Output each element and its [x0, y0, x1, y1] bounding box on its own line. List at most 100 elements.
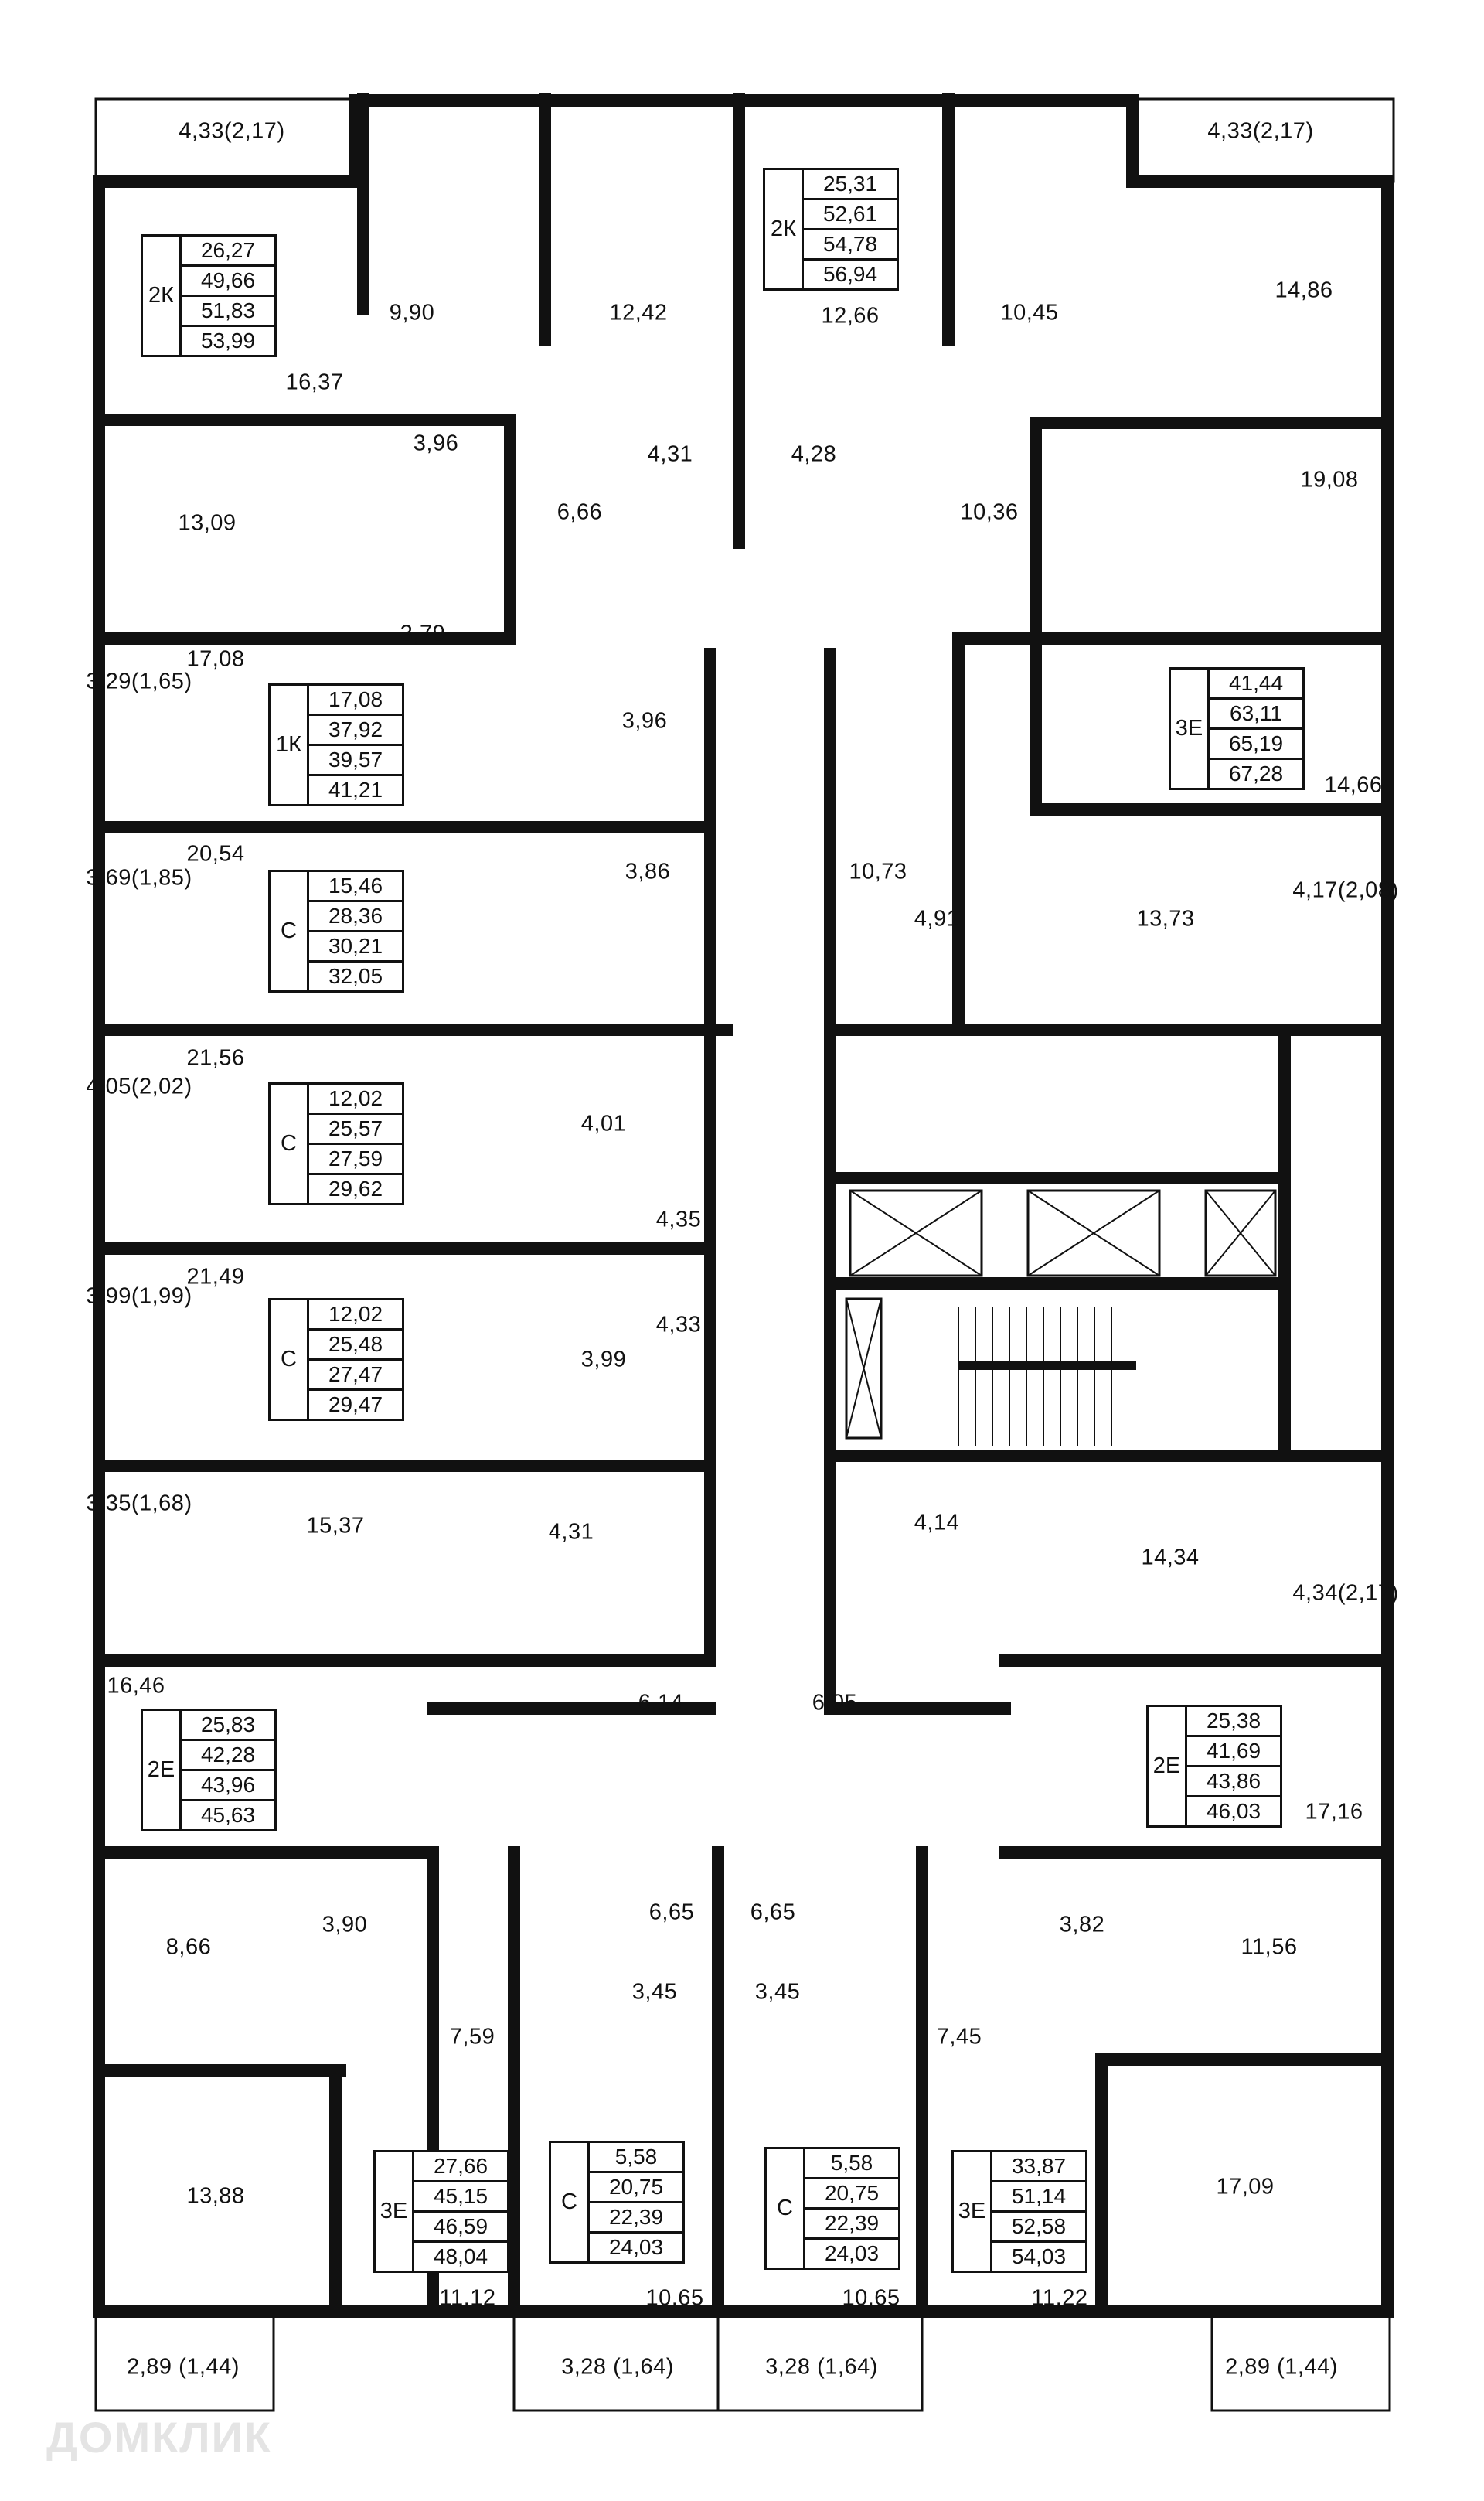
balcony-outline — [1131, 97, 1395, 183]
domclick-watermark-logo: ДОМКЛИК — [46, 2413, 273, 2462]
balcony-outline — [94, 2310, 275, 2412]
apartment-area-value: 46,59 — [414, 2213, 507, 2243]
room-area-label: 6,05 — [812, 1690, 858, 1716]
room-area-label: 3,96 — [413, 431, 459, 456]
apartment-area-value: 43,86 — [1187, 1767, 1280, 1797]
apartment-area-value: 27,47 — [309, 1361, 402, 1391]
room-area-label: 4,31 — [548, 1519, 594, 1545]
room-area-label: 9,90 — [389, 300, 435, 325]
apartment-type: С — [271, 1085, 309, 1203]
apartment-area-value: 20,75 — [590, 2173, 682, 2203]
balcony-outline — [94, 97, 357, 183]
apartment-area-value: 67,28 — [1228, 762, 1284, 785]
room-area-label: 14,86 — [1275, 278, 1333, 303]
apartment-area-value: 22,39 — [805, 2210, 898, 2240]
room-area-label: 8,66 — [165, 1934, 212, 1960]
apartment-area-value: 52,58 — [992, 2213, 1085, 2243]
room-area-label: 4,17(2,08) — [1292, 877, 1399, 903]
apartment-area-value: 51,14 — [992, 2182, 1085, 2213]
apartment-area-value: 28,36 — [309, 902, 402, 932]
room-area-label: 4,33 — [655, 1312, 702, 1337]
apartment-area-value: 43,96 — [182, 1771, 274, 1801]
room-area-label: 12,66 — [821, 303, 880, 329]
room-area-label: 16,37 — [285, 370, 344, 395]
room-area-label: 3,45 — [631, 1979, 678, 2005]
room-area-label: 14,34 — [1141, 1545, 1200, 1570]
apartment-area-value: 49,66 — [182, 267, 274, 297]
room-area-label: 2,89 (1,44) — [127, 2354, 240, 2380]
apartment-area-value: 45,63 — [200, 1803, 256, 1827]
elevator-cross — [1027, 1190, 1160, 1276]
apartment-area-value: 27,59 — [309, 1145, 402, 1175]
room-area-label: 13,09 — [178, 510, 237, 536]
room-area-label: 6,66 — [556, 499, 603, 525]
apartment-area-value: 15,46 — [309, 872, 402, 902]
apartment-area-value: 54,03 — [1011, 2244, 1067, 2268]
room-area-label: 17,16 — [1305, 1799, 1363, 1825]
apartment-area-value: 27,66 — [414, 2152, 507, 2182]
apartment-type: 3Е — [954, 2152, 992, 2271]
apartment-area-value: 5,58 — [805, 2149, 898, 2179]
room-area-label: 6,65 — [648, 1900, 695, 1925]
room-area-label: 6,14 — [638, 1690, 684, 1716]
room-area-label: 10,36 — [960, 499, 1019, 525]
apartment-area-value: 17,08 — [309, 686, 402, 716]
balcony-outline — [716, 2310, 924, 2412]
room-area-label: 4,91 — [914, 906, 960, 932]
room-area-label: 4,35 — [655, 1207, 702, 1232]
apartment-area-value: 41,44 — [1210, 670, 1302, 700]
apartment-area-value: 24,03 — [608, 2235, 664, 2259]
room-area-label: 17,09 — [1216, 2174, 1275, 2199]
apartment-area-value: 41,69 — [1187, 1737, 1280, 1767]
room-area-label: 17,08 — [186, 646, 245, 672]
apartment-type: С — [271, 872, 309, 990]
apartment-area-value: 22,39 — [590, 2203, 682, 2234]
room-area-label: 14,66 — [1324, 772, 1383, 798]
room-area-label: 21,49 — [186, 1264, 245, 1290]
balcony-outline — [1210, 2310, 1391, 2412]
room-area-label: 3,28 (1,64) — [561, 2354, 674, 2380]
apartment-area-value: 32,05 — [328, 964, 383, 988]
apartment-type: 3Е — [376, 2152, 414, 2271]
room-area-label: 15,37 — [306, 1513, 365, 1538]
room-area-label: 4,01 — [580, 1111, 627, 1136]
apartment-type: 2Е — [1149, 1707, 1187, 1825]
apartment-type: 3Е — [1171, 670, 1210, 788]
apartment-area-value: 25,83 — [182, 1711, 274, 1741]
apartment-type: С — [271, 1300, 309, 1419]
room-area-label: 3,28 (1,64) — [765, 2354, 878, 2380]
stair-divider — [958, 1361, 1136, 1370]
apartment-area-value: 56,94 — [822, 262, 878, 286]
room-area-label: 11,12 — [439, 2285, 496, 2311]
apartment-area-value: 37,92 — [309, 716, 402, 746]
elevator-shaft — [1026, 1189, 1161, 1277]
apartment-area-value: 24,03 — [824, 2241, 880, 2265]
apartment-type: 2К — [143, 237, 182, 355]
apartment-area-value: 52,61 — [804, 200, 897, 230]
room-area-label: 4,31 — [647, 441, 693, 467]
room-area-label: 13,88 — [186, 2183, 245, 2209]
shaft-cross — [846, 1298, 882, 1439]
elevator-shaft — [1204, 1189, 1277, 1277]
room-area-label: 3,90 — [322, 1912, 368, 1937]
room-area-label: 13,73 — [1136, 906, 1195, 932]
apartment-area-value: 51,83 — [182, 297, 274, 327]
room-area-label: 19,08 — [1300, 467, 1359, 492]
